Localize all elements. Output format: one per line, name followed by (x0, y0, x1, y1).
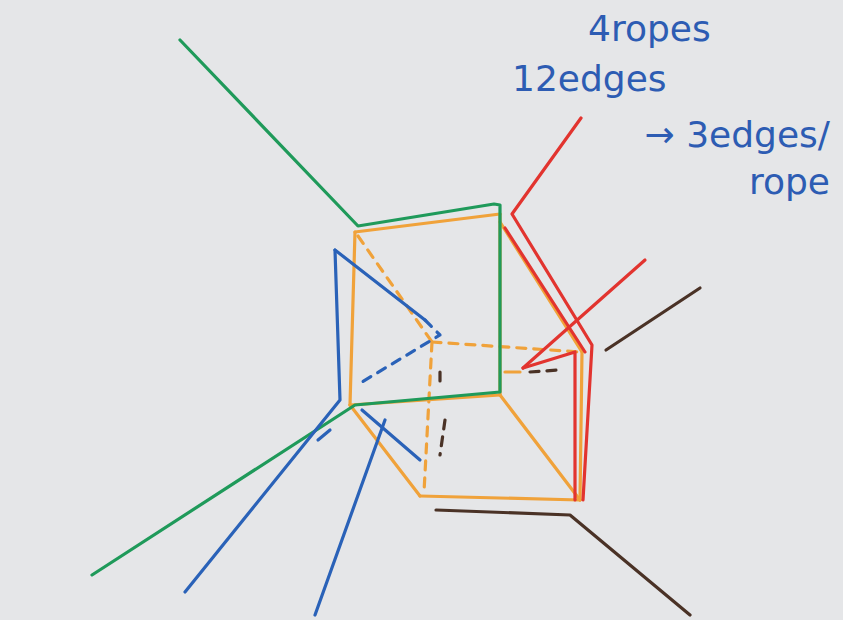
blue-rope (335, 250, 425, 320)
cube-edge (580, 352, 582, 500)
blue-rope (362, 410, 420, 460)
blue-rope (318, 430, 330, 440)
brown-rope (606, 288, 700, 350)
brown-rope (440, 370, 558, 455)
red-rope (523, 352, 575, 500)
hidden-edge (358, 236, 432, 342)
cube-edge (505, 370, 520, 373)
blue-rope (362, 320, 440, 382)
brown-rope (436, 510, 690, 615)
blue-rope (315, 420, 385, 615)
blue-rope (185, 250, 340, 592)
handwritten-note: → 3edges/ rope (590, 112, 830, 206)
green-rope (92, 40, 500, 575)
handwritten-note: 4ropes (588, 6, 711, 53)
red-rope (523, 260, 645, 368)
red-rope (505, 228, 585, 352)
hidden-edge (432, 342, 580, 352)
cube-edge (350, 232, 355, 405)
red-rope (512, 118, 592, 500)
cube-edge (420, 496, 580, 500)
handwritten-note: 12edges (512, 56, 667, 103)
cube-edge (500, 395, 580, 500)
hidden-edge (424, 342, 432, 492)
